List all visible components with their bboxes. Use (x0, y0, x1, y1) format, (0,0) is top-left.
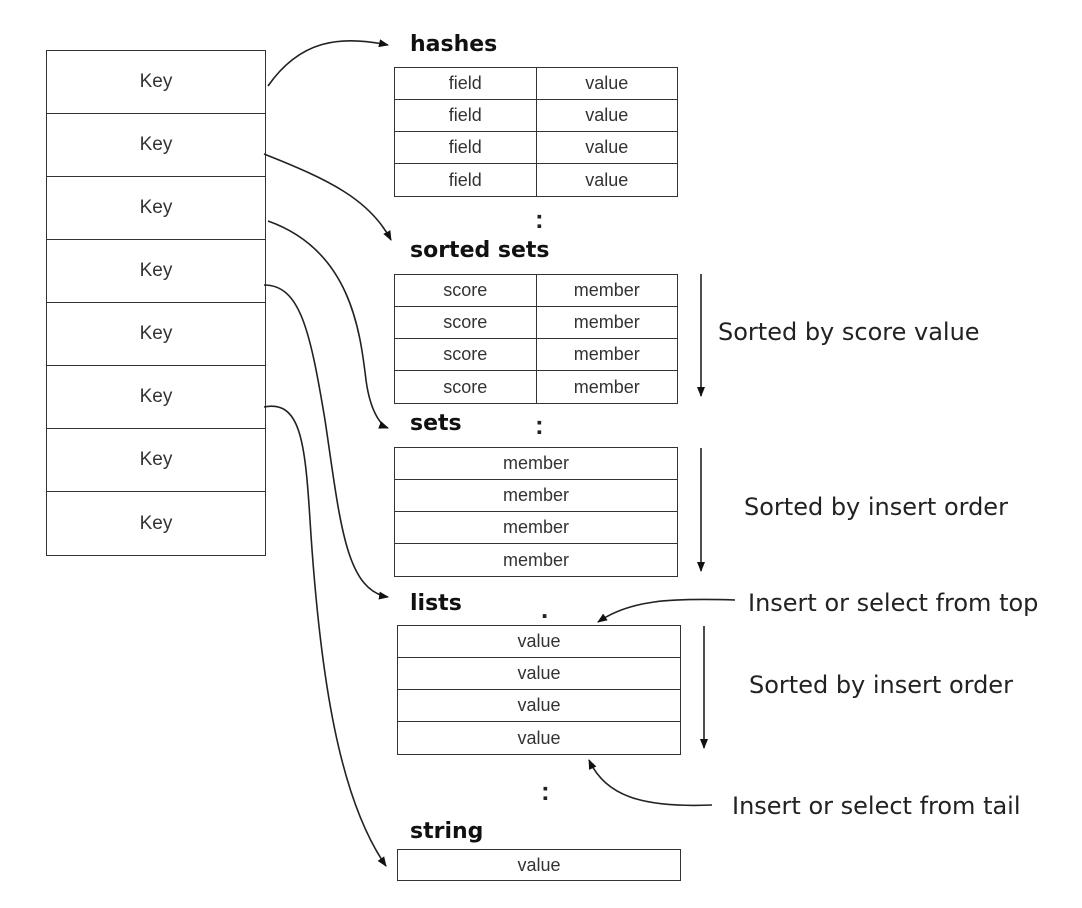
lists-row: value (398, 722, 680, 754)
lists-row: value (398, 690, 680, 722)
hash-field: field (448, 73, 482, 93)
hashes-table: field value field value field value fiel… (394, 67, 678, 197)
sorted-sets-title: sorted sets (410, 238, 550, 263)
string-table: value (397, 849, 681, 881)
lists-tail-note: Insert or select from tail (732, 792, 1021, 820)
hash-value: value (535, 68, 678, 99)
sorted-sets-order-note: Sorted by score value (718, 318, 980, 346)
lists-title: lists (410, 591, 462, 616)
string-value: value (517, 854, 561, 875)
lists-table: value value value value (397, 625, 681, 755)
string-title: string (410, 819, 484, 844)
sets-row: member (395, 448, 677, 480)
key-to-string-arrow (263, 405, 387, 867)
member-cell: member (535, 307, 678, 338)
sets-row: member (395, 544, 677, 576)
member-cell: member (502, 485, 569, 505)
insert-tail-arrow (588, 759, 713, 807)
hash-value: value (535, 100, 678, 131)
hashes-row: field value (395, 164, 677, 196)
key-cell: Key (47, 51, 265, 114)
lists-continuation: : (541, 776, 550, 806)
hashes-continuation: : (535, 204, 544, 234)
insert-top-arrow (597, 598, 736, 623)
member-cell: member (535, 275, 678, 306)
key-cell: Key (139, 512, 173, 534)
hash-value: value (535, 132, 678, 163)
lists-order-note: Sorted by insert order (749, 671, 1013, 699)
hashes-row: field value (395, 100, 677, 132)
hash-value: value (535, 164, 678, 196)
key-cell: Key (47, 366, 265, 429)
lists-row: value (398, 658, 680, 690)
key-to-hashes-arrow (267, 39, 389, 87)
list-value: value (517, 631, 561, 651)
hashes-title: hashes (410, 32, 498, 57)
sets-title: sets (410, 411, 462, 436)
sorted-sets-row: score member (395, 275, 677, 307)
key-to-sets-arrow (267, 220, 389, 429)
score-cell: score (443, 376, 488, 397)
score-cell: score (443, 344, 488, 364)
sets-order-note: Sorted by insert order (744, 493, 1008, 521)
hashes-row: field value (395, 132, 677, 164)
member-cell: member (502, 517, 569, 537)
hash-field: field (448, 137, 482, 157)
key-column: Key Key Key Key Key Key Key Key (46, 50, 266, 556)
lists-top-continuation: . (541, 594, 549, 624)
key-to-lists-arrow (263, 284, 389, 600)
list-value: value (517, 727, 561, 748)
sets-table: member member member member (394, 447, 678, 577)
hash-field: field (448, 169, 482, 190)
key-to-sorted-sets-arrow (263, 153, 392, 241)
hash-field: field (448, 105, 482, 125)
sorted-sets-row: score member (395, 307, 677, 339)
member-cell: member (502, 453, 569, 473)
sets-row: member (395, 512, 677, 544)
score-cell: score (443, 280, 488, 300)
member-cell: member (535, 339, 678, 370)
member-cell: member (502, 549, 569, 570)
score-cell: score (443, 312, 488, 332)
sorted-sets-continuation: : (535, 410, 544, 440)
list-value: value (517, 695, 561, 715)
hashes-row: field value (395, 68, 677, 100)
lists-top-note: Insert or select from top (748, 589, 1039, 617)
list-value: value (517, 663, 561, 683)
string-row: value (398, 850, 680, 880)
sets-row: member (395, 480, 677, 512)
key-cell: Key (47, 429, 265, 492)
member-cell: member (535, 371, 678, 403)
sorted-sets-table: score member score member score member s… (394, 274, 678, 404)
key-cell: Key (47, 240, 265, 303)
key-cell: Key (47, 303, 265, 366)
sorted-sets-row: score member (395, 371, 677, 403)
key-cell: Key (47, 177, 265, 240)
sorted-sets-row: score member (395, 339, 677, 371)
key-cell: Key (47, 114, 265, 177)
lists-row: value (398, 626, 680, 658)
